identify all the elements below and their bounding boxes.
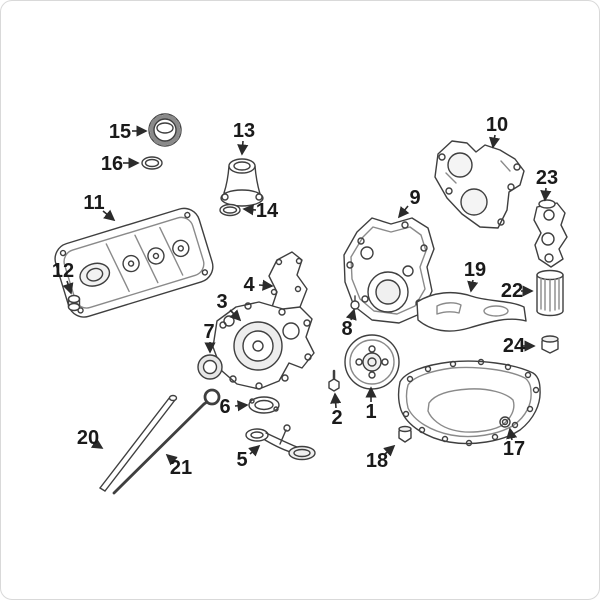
oil-filter-element-drawing	[537, 271, 563, 316]
oil-pickup-drawing	[246, 425, 315, 460]
drain-plug-bolt-drawing	[542, 336, 558, 353]
valve-cover-drawing	[51, 204, 217, 321]
o-ring-drawing	[220, 205, 240, 216]
dipstick-tube-drawing	[100, 396, 177, 492]
pickup-gasket-drawing	[249, 397, 279, 413]
timing-cover-drawing	[344, 218, 434, 323]
oil-filter-adapter-drawing	[534, 200, 567, 267]
pulley-bolt-drawing	[329, 371, 339, 391]
oil-baffle-drawing	[417, 293, 526, 331]
crank-seal-drawing	[198, 355, 222, 379]
dipstick-drawing	[114, 390, 219, 493]
oil-pan-plug-drawing	[399, 427, 411, 443]
oil-pump-front-cover-drawing	[213, 302, 314, 389]
crank-pulley-drawing	[345, 335, 399, 389]
cap-seal-ring-drawing	[142, 157, 162, 169]
water-outlet-drawing	[221, 159, 263, 206]
upper-timing-cover-drawing	[435, 141, 524, 228]
oil-pan-drawing	[399, 360, 540, 446]
oil-filler-cap-drawing	[149, 114, 181, 146]
cover-grommet-drawing	[69, 296, 80, 311]
